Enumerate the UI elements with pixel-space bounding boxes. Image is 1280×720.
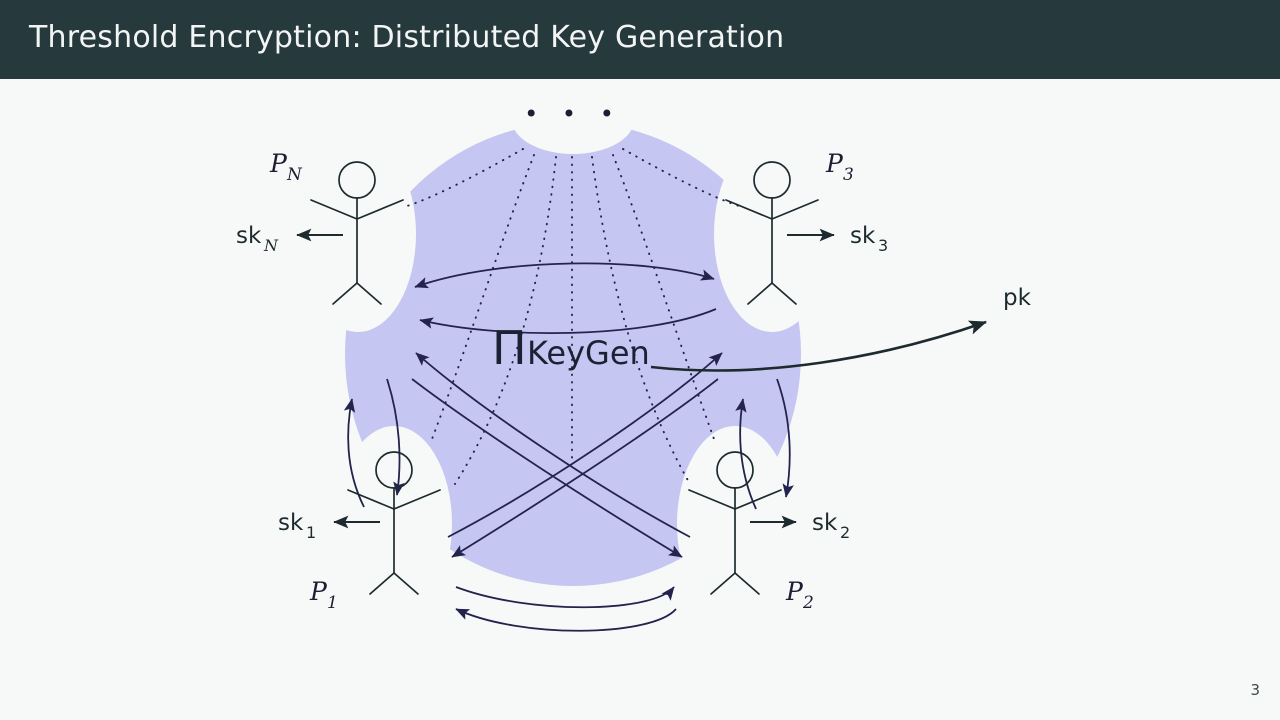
arrow-p3-p1 (451, 378, 719, 558)
stick-figure-pn (310, 161, 404, 305)
arrow-pn-p3-a (414, 262, 715, 289)
sk-subscript-p2: 2 (840, 523, 850, 542)
dkg-diagram-svg: • • • Π KeyGen P N sk (0, 79, 1280, 720)
stick-figure-p3 (725, 161, 819, 305)
pk-arrow (650, 320, 987, 372)
protocol-name-label: KeyGen (527, 334, 650, 372)
party-p1-subscript: 1 (327, 593, 338, 613)
protocol-region (0, 79, 1280, 720)
pk-label: pk (1003, 285, 1032, 311)
sk-subscript-pn: N (263, 236, 279, 255)
arrow-p1-p2 (455, 586, 675, 609)
party-p3-subscript: 3 (843, 165, 854, 185)
arrow-p1-p3 (447, 352, 723, 538)
party-p1-label: P (309, 577, 328, 606)
arrow-p2-p1 (455, 608, 677, 632)
dkg-diagram: • • • Π KeyGen P N sk (0, 79, 1280, 720)
page-number: 3 (1250, 681, 1260, 699)
sk-label-p1: sk (278, 510, 304, 536)
arrow-pn-p1 (386, 378, 405, 496)
omitted-parties-ellipsis: • • • (524, 100, 622, 128)
party-pn-subscript: N (286, 165, 303, 185)
ellipsis-label: • • • (524, 100, 622, 128)
arrow-p2-pn (415, 352, 691, 538)
stick-figure-p1 (347, 451, 441, 595)
party-p2-subscript: 2 (802, 593, 814, 613)
party-p2-label: P (785, 577, 804, 606)
protocol-pi-symbol: Π (492, 321, 527, 375)
arrow-p3-p2 (776, 378, 794, 498)
sk-subscript-p1: 1 (306, 523, 316, 542)
sk-label-p3: sk (850, 223, 876, 249)
sk-subscript-p3: 3 (878, 236, 888, 255)
party-p1: P 1 sk 1 (278, 451, 441, 613)
sk-label-p2: sk (812, 510, 838, 536)
party-pn-label: P (269, 149, 288, 178)
slide-content-area: • • • Π KeyGen P N sk (0, 79, 1280, 720)
arrow-p3-pn (419, 308, 717, 335)
protocol-label: Π KeyGen (492, 321, 650, 375)
sk-label-pn: sk (236, 223, 262, 249)
arrow-p2-p3 (735, 398, 757, 510)
public-key-output: pk (650, 285, 1032, 372)
slide-title-bar: Threshold Encryption: Distributed Key Ge… (0, 0, 1280, 79)
party-p3: P 3 sk 3 (725, 149, 888, 305)
party-p3-label: P (825, 149, 844, 178)
omitted-parties-dotted-links (403, 148, 743, 485)
page-title: Threshold Encryption: Distributed Key Ge… (29, 20, 785, 55)
arrow-pn-p2 (411, 378, 683, 558)
party-pn: P N sk N (236, 149, 404, 305)
stick-figure-p2 (688, 451, 782, 595)
party-p2: P 2 sk 2 (688, 451, 850, 613)
